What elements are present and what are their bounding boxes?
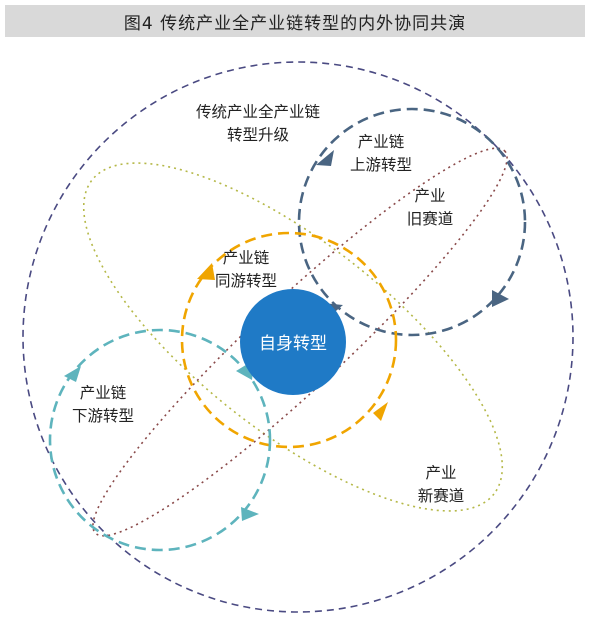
upstream-cycle [297, 107, 527, 337]
outer-label-line1: 传统产业全产业链 [196, 103, 321, 121]
outer-circle [22, 61, 574, 613]
midstream-label-line1: 产业链 [223, 249, 270, 267]
downstream-cycle [48, 328, 272, 552]
outer-label-line2: 转型升级 [227, 126, 289, 144]
midstream-label-line2: 同游转型 [215, 272, 277, 290]
diagram-title: 图4 传统产业全产业链转型的内外协同共演 [123, 13, 467, 34]
upstream-label-line1: 产业链 [358, 133, 405, 151]
midstream-arrow-left [197, 263, 215, 280]
new-track-ellipse [82, 162, 504, 512]
upstream-arrow-right [492, 290, 509, 307]
new-track-label-line1: 产业 [425, 464, 456, 482]
old-track-label-line2: 旧赛道 [407, 209, 454, 228]
upstream-arrow-top [316, 150, 334, 166]
core-label: 自身转型 [259, 334, 327, 354]
midstream-cycle [180, 231, 398, 449]
title-bar: 图4 传统产业全产业链转型的内外协同共演 [5, 5, 585, 37]
downstream-label-line1: 产业链 [80, 384, 127, 402]
core-circle [240, 289, 346, 395]
downstream-arrow-left [64, 366, 81, 382]
new-track-label-line2: 新赛道 [418, 486, 465, 505]
downstream-label-line2: 下游转型 [72, 407, 134, 425]
downstream-arrow-bottom [241, 507, 259, 521]
midstream-arrow-right [373, 402, 388, 421]
old-track-label-line1: 产业 [414, 187, 445, 205]
upstream-label-line2: 上游转型 [350, 156, 412, 174]
